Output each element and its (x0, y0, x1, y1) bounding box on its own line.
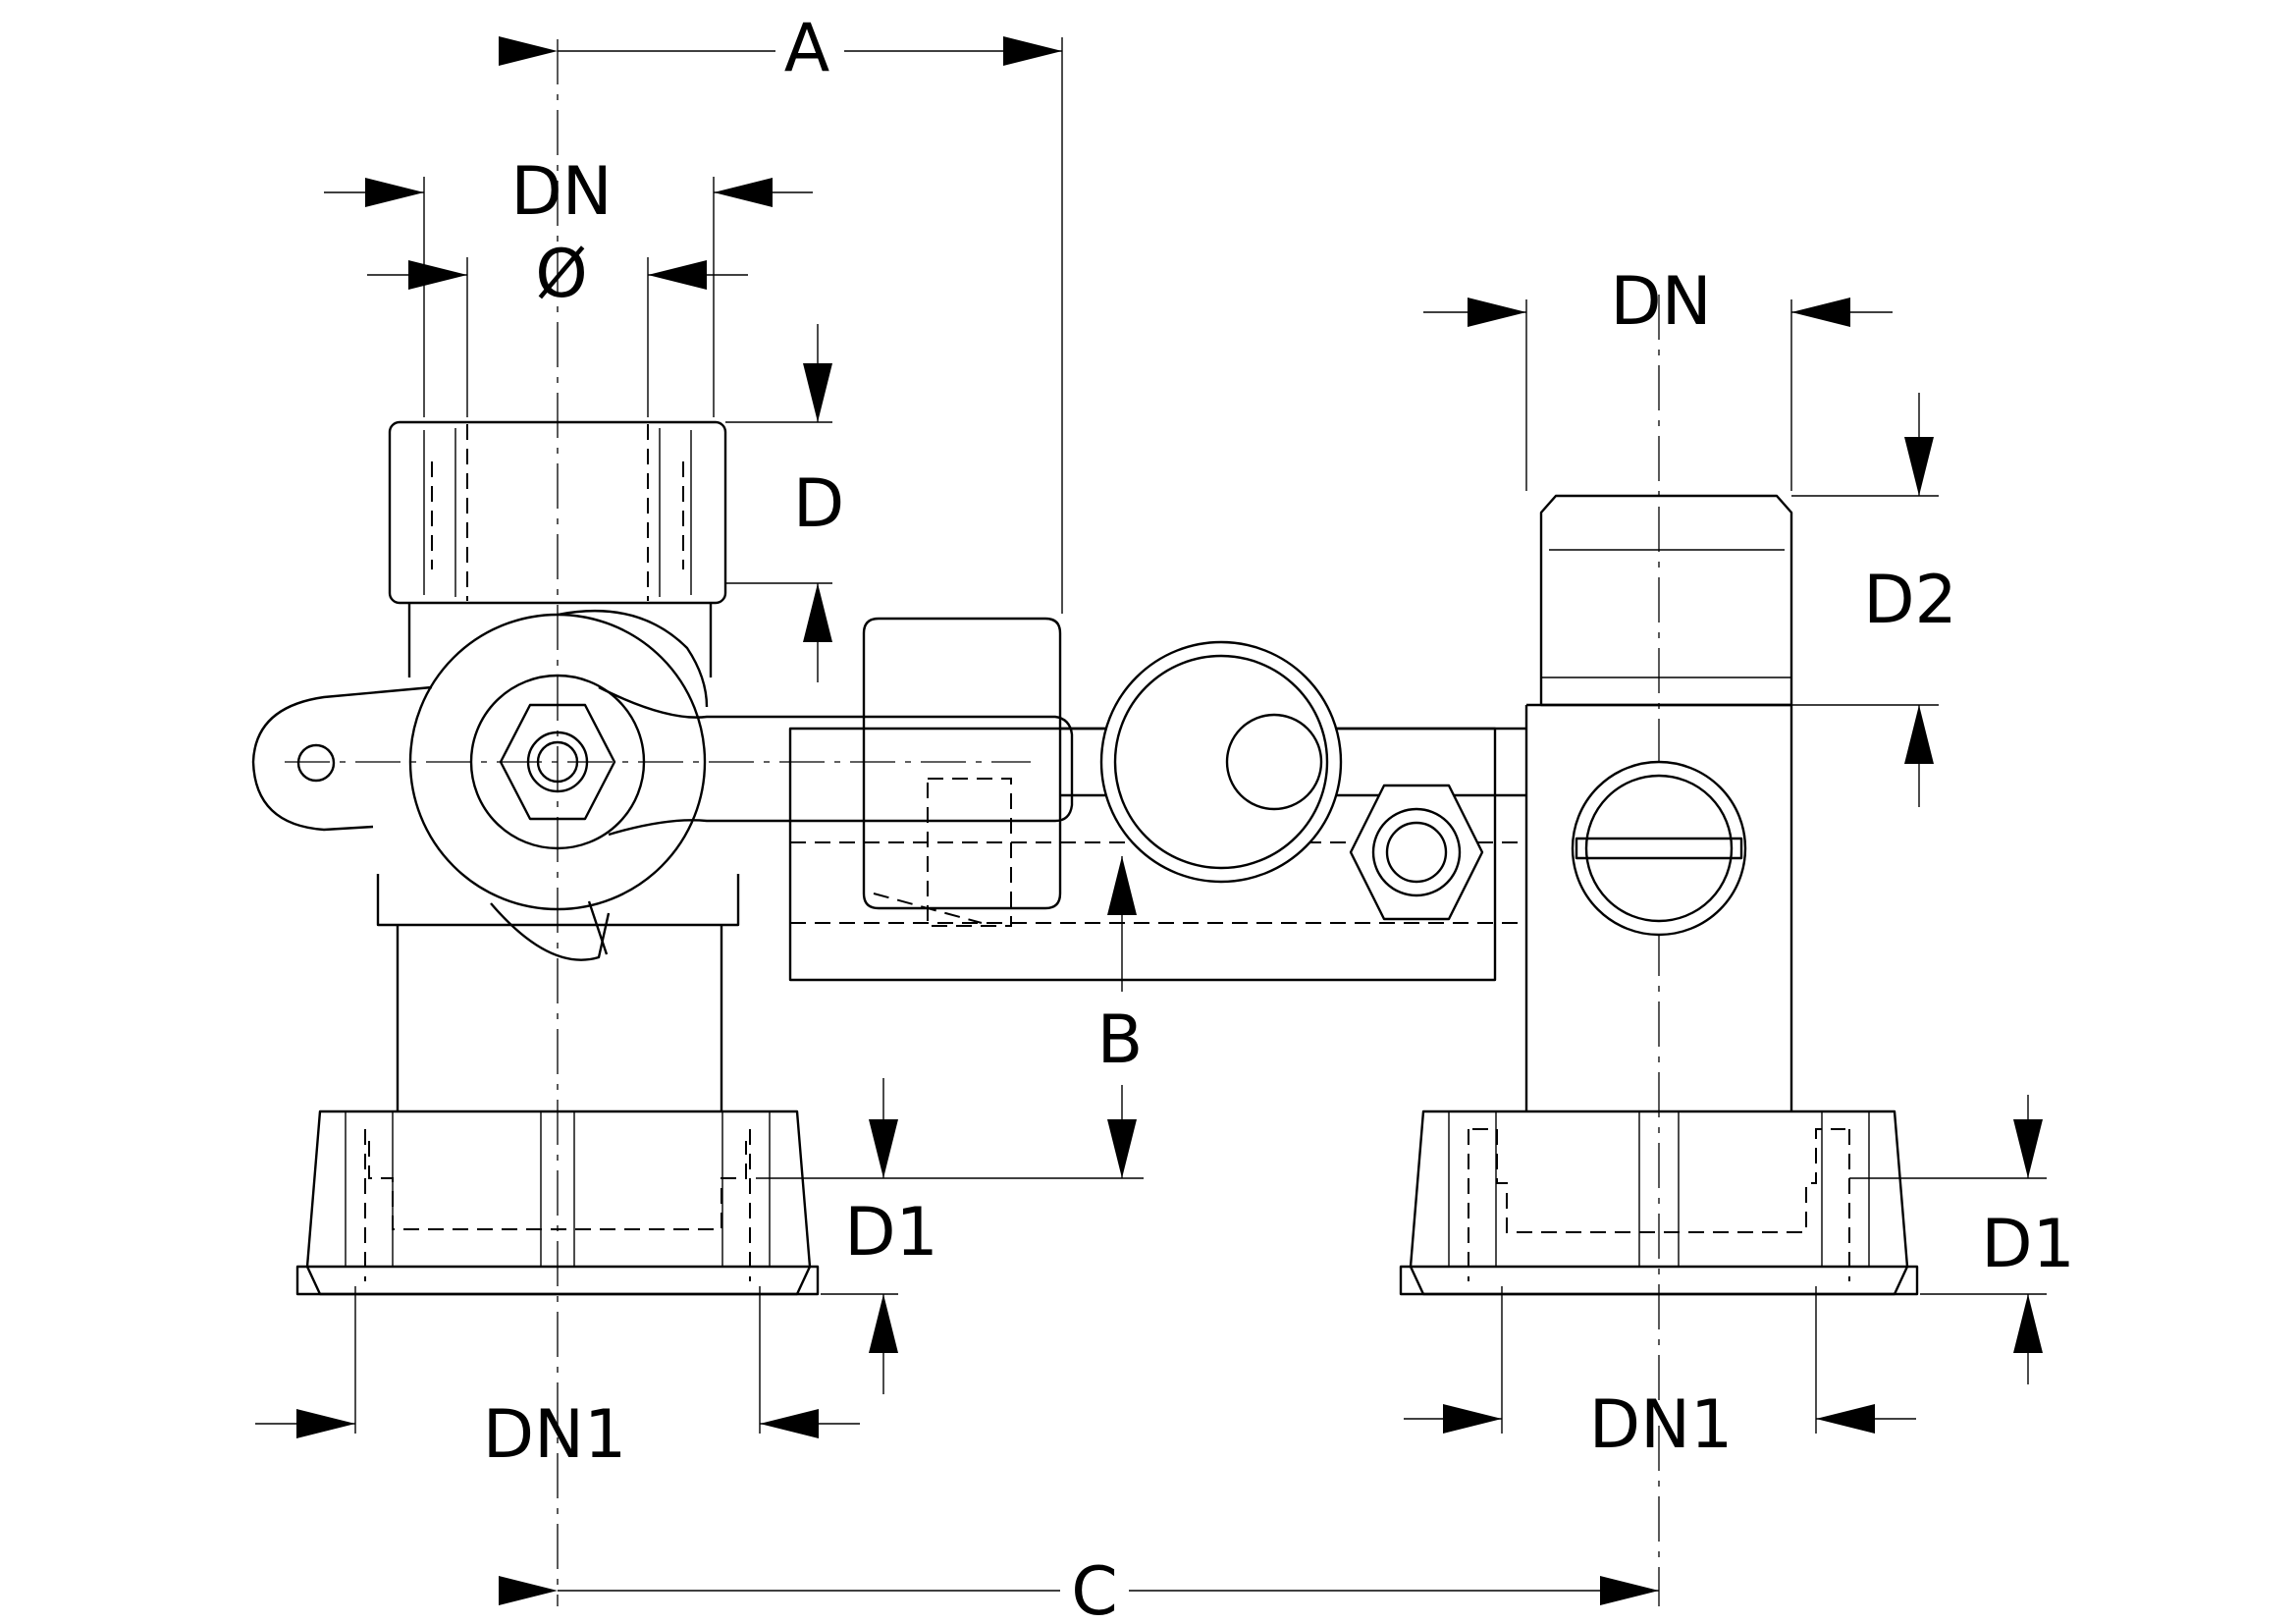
label-b: B (1097, 1001, 1144, 1079)
label-dn1-right: DN1 (1589, 1386, 1734, 1464)
right-tee-body (1524, 494, 1793, 1111)
label-d: D (793, 465, 844, 543)
label-dn1-left: DN1 (483, 1396, 627, 1474)
dimension-labels: A DN Ø D DN D2 B D1 D1 DN1 DN1 C (483, 10, 2075, 1624)
label-d2: D2 (1863, 562, 1957, 639)
middle-body (788, 617, 1526, 982)
label-c: C (1071, 1553, 1117, 1624)
left-bottom-nut (295, 1110, 820, 1296)
label-d1-left: D1 (844, 1194, 938, 1272)
label-diameter: Ø (535, 236, 588, 313)
label-d1-right: D1 (1981, 1206, 2075, 1283)
right-bottom-nut (1399, 1110, 1919, 1296)
center-lines (285, 39, 1660, 1606)
label-a: A (784, 10, 830, 87)
left-ball-valve (251, 420, 1074, 1111)
label-dn-top-left: DN (510, 153, 612, 231)
label-dn-top-right: DN (1610, 263, 1711, 341)
dimension-lines (255, 36, 2047, 1605)
